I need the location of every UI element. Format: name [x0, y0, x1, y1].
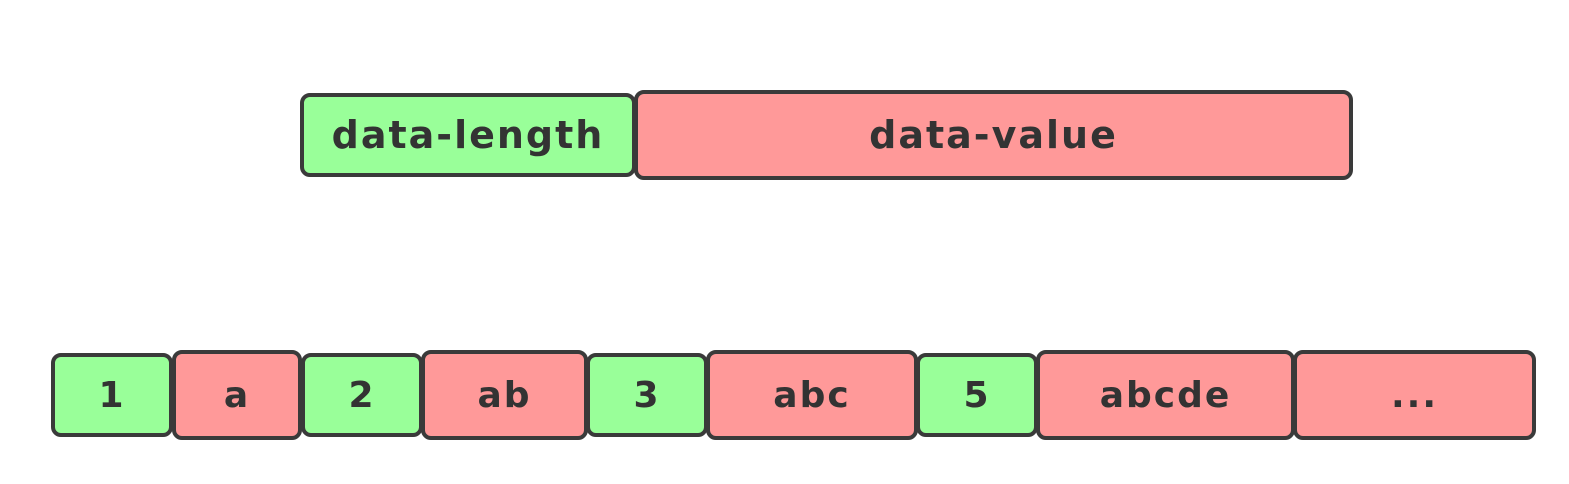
segment-label: ab	[477, 374, 532, 416]
schema-value-box: data-value	[634, 90, 1353, 180]
segment-label: a	[223, 374, 251, 416]
segment-label: 1	[98, 374, 126, 416]
schema-value-label: data-value	[869, 113, 1118, 157]
segment-value-more: ...	[1293, 350, 1536, 440]
segment-length-1: 1	[51, 353, 173, 437]
segment-label: 5	[963, 374, 991, 416]
segment-value-1: a	[172, 350, 302, 440]
segment-value-2: ab	[421, 350, 588, 440]
segment-label: abcde	[1099, 374, 1232, 416]
segment-label: abc	[773, 374, 851, 416]
segment-value-3: abc	[706, 350, 918, 440]
segment-label: 2	[348, 374, 376, 416]
schema-length-label: data-length	[331, 113, 605, 157]
segment-length-3: 3	[586, 353, 708, 437]
segment-length-5: 5	[916, 353, 1038, 437]
segment-value-5: abcde	[1036, 350, 1295, 440]
segment-label: 3	[633, 374, 661, 416]
segment-length-2: 2	[301, 353, 423, 437]
schema-length-box: data-length	[300, 93, 636, 177]
segment-label: ...	[1390, 374, 1439, 416]
